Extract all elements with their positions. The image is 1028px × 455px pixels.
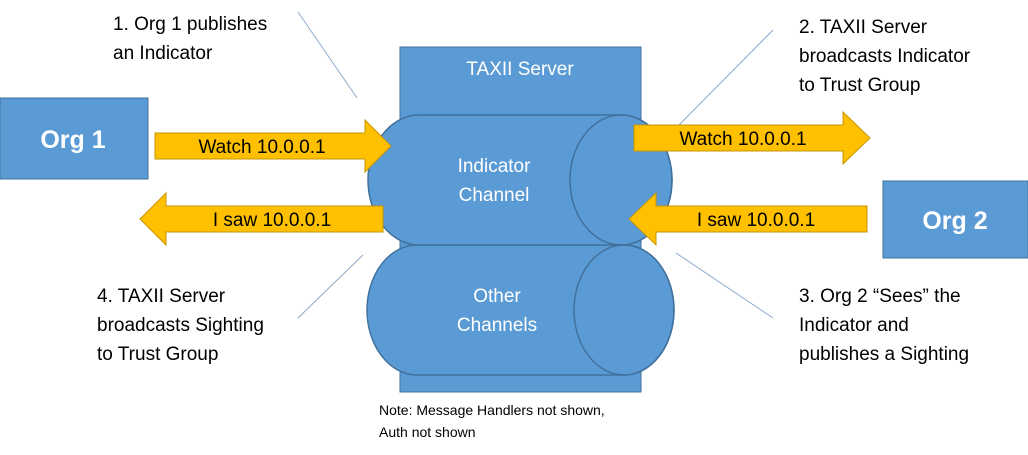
step3-callout: 3. Org 2 “Sees” the Indicator and publis…: [799, 286, 969, 365]
indicator-channel-label-line1: Indicator: [458, 156, 532, 177]
step4-line2: broadcasts Sighting: [97, 315, 264, 336]
arrow-broadcast-sighting: I saw 10.0.0.1: [139, 191, 384, 247]
step2-line1: 2. TAXII Server: [799, 17, 928, 38]
indicator-channel-end-cap: [569, 114, 673, 246]
footnote-line2: Auth not shown: [379, 424, 476, 440]
arrow-broadcast-sighting-shape: [139, 191, 384, 247]
indicator-channel-cylinder: Indicator Channel: [367, 114, 673, 246]
arrow-org2-sighting-label: I saw 10.0.0.1: [697, 210, 815, 231]
arrow-org1-publish-shape: [154, 118, 392, 174]
leader-lines: [297, 11, 774, 319]
step3-line3: publishes a Sighting: [799, 344, 969, 365]
org1-node: Org 1: [0, 97, 149, 180]
step4-line1: 4. TAXII Server: [97, 286, 226, 307]
org1-box: [0, 97, 149, 180]
leader-line-step3: [675, 252, 774, 319]
arrow-broadcast-indicator-shape: [633, 110, 871, 166]
step1-line2: an Indicator: [113, 43, 213, 64]
step2-callout: 2. TAXII Server broadcasts Indicator to …: [799, 17, 971, 96]
org2-node: Org 2: [882, 180, 1028, 259]
step1-callout: 1. Org 1 publishes an Indicator: [113, 14, 267, 64]
arrow-broadcast-sighting-label: I saw 10.0.0.1: [213, 210, 331, 231]
step3-line1: 3. Org 2 “Sees” the: [799, 286, 961, 307]
footnote: Note: Message Handlers not shown, Auth n…: [379, 402, 605, 440]
org1-label: Org 1: [40, 126, 105, 154]
arrow-org2-sighting-shape: [628, 191, 868, 247]
other-channels-label-line2: Channels: [457, 315, 537, 336]
footnote-line1: Note: Message Handlers not shown,: [379, 402, 605, 418]
other-channels-body: [366, 244, 675, 376]
indicator-channel-body: [367, 114, 673, 246]
step2-line3: to Trust Group: [799, 75, 920, 96]
arrow-org1-publish-label: Watch 10.0.0.1: [198, 137, 325, 158]
other-channels-cylinder: Other Channels: [366, 244, 675, 376]
leader-line-step1: [297, 11, 358, 99]
step1-line1: 1. Org 1 publishes: [113, 14, 267, 35]
arrow-org2-sighting: I saw 10.0.0.1: [628, 191, 868, 247]
arrow-org1-publish: Watch 10.0.0.1: [154, 118, 392, 174]
arrow-broadcast-indicator: Watch 10.0.0.1: [633, 110, 871, 166]
leader-line-step4: [297, 254, 364, 319]
taxii-server-title: TAXII Server: [466, 59, 574, 80]
org2-label: Org 2: [922, 207, 987, 235]
step3-line2: Indicator and: [799, 315, 909, 336]
step4-callout: 4. TAXII Server broadcasts Sighting to T…: [97, 286, 264, 365]
arrow-broadcast-indicator-label: Watch 10.0.0.1: [679, 129, 806, 150]
indicator-channel-label-line2: Channel: [459, 185, 530, 206]
step2-line2: broadcasts Indicator: [799, 46, 971, 67]
step4-line3: to Trust Group: [97, 344, 218, 365]
other-channels-label-line1: Other: [473, 286, 521, 307]
leader-line-step2: [675, 29, 774, 129]
org2-box: [882, 180, 1028, 259]
